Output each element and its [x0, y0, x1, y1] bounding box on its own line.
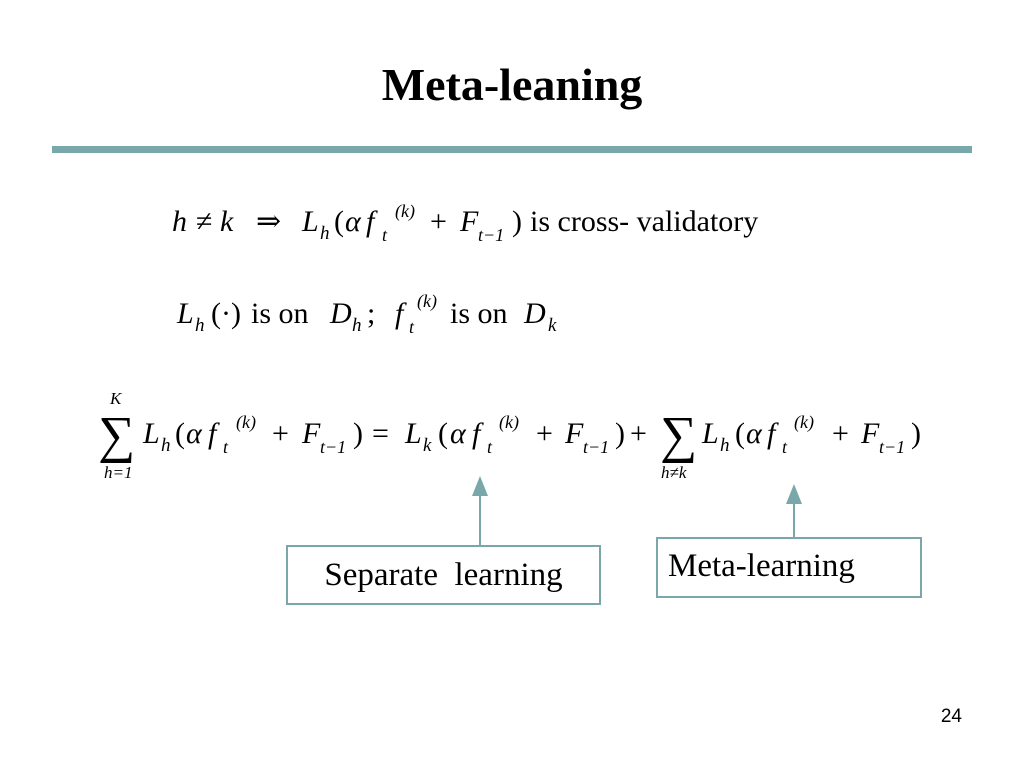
- var-f: f: [366, 205, 378, 238]
- sup-k: (k): [417, 291, 437, 312]
- paren-close: ): [512, 205, 522, 238]
- plus-symbol: +: [630, 417, 647, 450]
- implies-symbol: ⇒: [256, 205, 281, 238]
- page-number: 24: [940, 706, 962, 727]
- alpha-symbol: α: [345, 205, 362, 238]
- var-F: F: [301, 417, 321, 450]
- var-F: F: [860, 417, 880, 450]
- equals-symbol: =: [372, 417, 389, 450]
- semicolon: ;: [367, 297, 375, 330]
- formula-line-2: L h (·) is on D h ; f (k) t is on D k: [176, 291, 557, 337]
- paren-open: (: [334, 205, 344, 238]
- sub-t: t: [409, 317, 415, 337]
- sum-upper-limit: K: [109, 389, 123, 408]
- is-on-text-1: is on: [251, 297, 309, 330]
- plus-symbol: +: [272, 417, 289, 450]
- sub-t: t: [382, 225, 388, 245]
- sub-k: k: [423, 435, 432, 456]
- var-D: D: [523, 297, 546, 330]
- sub-t: t: [487, 437, 493, 457]
- var-L: L: [176, 297, 194, 330]
- is-on-text-2: is on: [450, 297, 508, 330]
- sup-k: (k): [395, 201, 415, 222]
- sup-k: (k): [794, 412, 814, 433]
- meta-learning-box: Meta-learning: [656, 537, 922, 598]
- sub-k: k: [548, 315, 557, 336]
- separate-learning-box: Separate learning: [286, 545, 601, 605]
- paren-open: (: [735, 417, 745, 450]
- var-f: f: [208, 417, 220, 450]
- var-f: f: [472, 417, 484, 450]
- paren-close: ): [911, 417, 921, 450]
- sigma-symbol: ∑: [660, 407, 697, 464]
- alpha-symbol: α: [186, 417, 203, 450]
- var-L: L: [142, 417, 160, 450]
- paren-open: (: [175, 417, 185, 450]
- var-F: F: [459, 205, 479, 238]
- sup-k: (k): [236, 412, 256, 433]
- sub-t: t: [782, 437, 788, 457]
- var-L: L: [701, 417, 719, 450]
- neq-symbol: ≠: [196, 205, 212, 238]
- var-D: D: [329, 297, 352, 330]
- alpha-symbol: α: [450, 417, 467, 450]
- sub-h: h: [720, 435, 730, 456]
- var-f: f: [767, 417, 779, 450]
- plus-symbol: +: [430, 205, 447, 238]
- var-f: f: [395, 297, 407, 330]
- sub-h: h: [195, 315, 205, 336]
- cross-validatory-text: is cross- validatory: [530, 205, 758, 238]
- var-k: k: [220, 205, 234, 238]
- separate-learning-label: Separate learning: [324, 556, 563, 593]
- sum-lower-limit: h≠k: [661, 463, 687, 482]
- var-h: h: [172, 205, 187, 238]
- sub-t-minus-1: t−1: [583, 437, 609, 457]
- sum-lower-limit: h=1: [104, 463, 132, 482]
- var-L: L: [301, 205, 319, 238]
- alpha-symbol: α: [746, 417, 763, 450]
- sup-k: (k): [499, 412, 519, 433]
- sigma-symbol: ∑: [98, 407, 135, 464]
- sub-t-minus-1: t−1: [879, 437, 905, 457]
- paren-close: ): [615, 417, 625, 450]
- dot-arg: (·): [211, 297, 241, 330]
- meta-learning-label: Meta-learning: [668, 548, 855, 584]
- plus-symbol: +: [536, 417, 553, 450]
- sub-h: h: [320, 223, 330, 244]
- var-L: L: [404, 417, 422, 450]
- sub-t-minus-1: t−1: [478, 225, 504, 245]
- main-equation: K ∑ h=1 L h ( α f (k) t + F t−1 ) = L k …: [98, 389, 921, 482]
- formula-line-1: h ≠ k ⇒ L h ( α f (k) t + F t−1 ) is cro…: [172, 201, 758, 245]
- title-rule: [52, 146, 972, 153]
- paren-close: ): [353, 417, 363, 450]
- sub-h: h: [161, 435, 171, 456]
- var-F: F: [564, 417, 584, 450]
- paren-open: (: [438, 417, 448, 450]
- sub-t: t: [223, 437, 229, 457]
- sub-h: h: [352, 315, 362, 336]
- sub-t-minus-1: t−1: [320, 437, 346, 457]
- plus-symbol: +: [832, 417, 849, 450]
- slide-title: Meta-leaning: [381, 59, 643, 110]
